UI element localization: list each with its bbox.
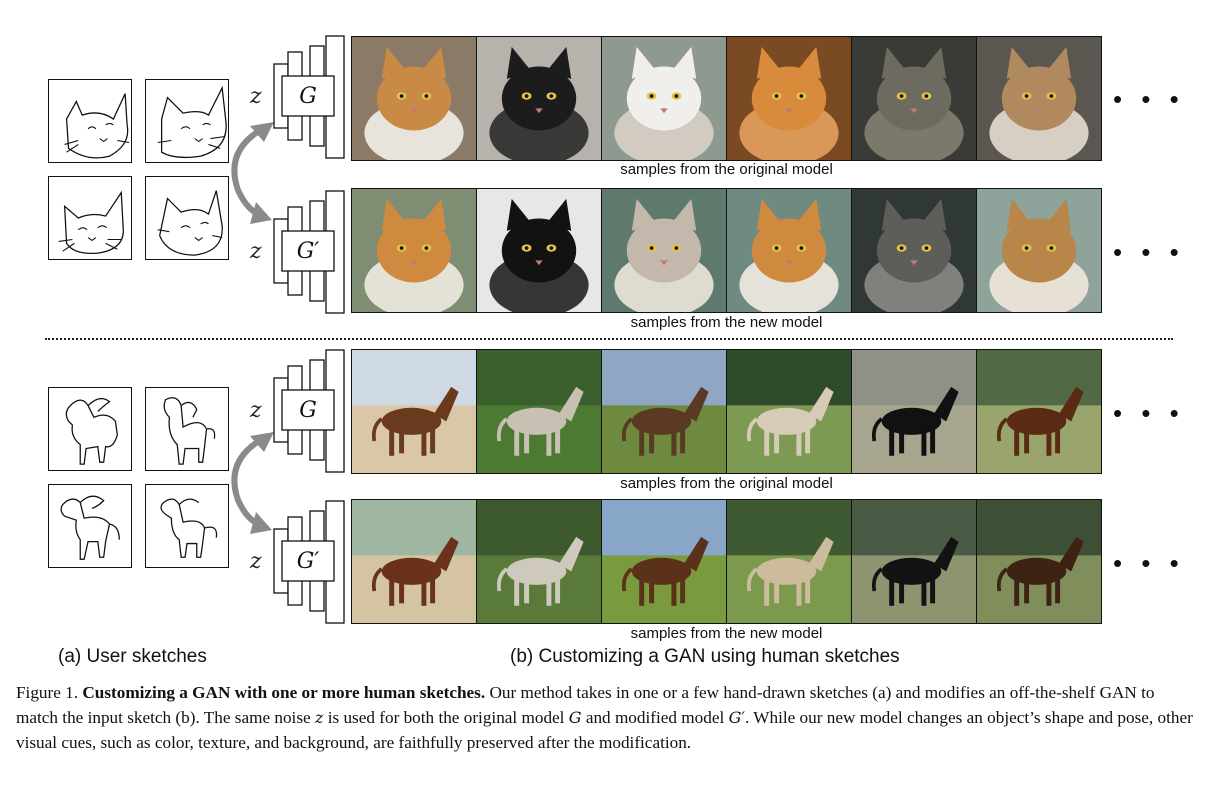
sample-image-orange-white-cat bbox=[352, 37, 477, 160]
sample-image-black-cat-tilted bbox=[477, 189, 602, 312]
strip-caption: samples from the new model bbox=[630, 314, 823, 331]
generator-block: G bbox=[272, 34, 372, 164]
sample-image-black-horse bbox=[852, 350, 977, 473]
arrow-cat bbox=[231, 122, 274, 224]
math-g-prime: G′ bbox=[728, 708, 745, 727]
sample-image-black-horse-field bbox=[852, 500, 977, 623]
sample-image-bay-horse-rearing bbox=[977, 350, 1101, 473]
sample-image-orange-cat-tilted bbox=[352, 189, 477, 312]
horse-sketch-2 bbox=[145, 387, 229, 471]
horse-sketch-3 bbox=[48, 484, 132, 568]
noise-z-label: z bbox=[250, 398, 262, 423]
figure-caption: Figure 1. Customizing a GAN with one or … bbox=[16, 680, 1196, 755]
sample-image-orange-cat-tilted-2 bbox=[727, 189, 852, 312]
cat-sketch-3 bbox=[48, 176, 132, 260]
sample-image-dapple-gray-horse bbox=[477, 500, 602, 623]
horse-sketch-1 bbox=[48, 387, 132, 471]
sample-image-tabby-cat-tilted bbox=[977, 189, 1101, 312]
sample-strip-cat-original bbox=[351, 36, 1102, 161]
generator-block: G bbox=[272, 348, 372, 478]
generator-modified-block: G′ bbox=[272, 499, 372, 629]
sample-image-black-cat bbox=[477, 37, 602, 160]
ellipsis: • • • bbox=[1113, 237, 1185, 267]
cat-sketch-4 bbox=[145, 176, 229, 260]
subcaption-a: (a) User sketches bbox=[58, 646, 207, 667]
sample-image-pale-pony-field bbox=[727, 350, 852, 473]
generator-label: G bbox=[299, 397, 317, 423]
section-divider bbox=[45, 338, 1173, 340]
noise-z-label: z bbox=[250, 239, 262, 264]
sample-image-bay-horse-running bbox=[602, 500, 727, 623]
math-z: z bbox=[314, 708, 324, 727]
strip-caption: samples from the new model bbox=[630, 625, 823, 642]
cat-sketch-2 bbox=[145, 79, 229, 163]
caption-text: is used for both the original model bbox=[323, 708, 569, 727]
sample-image-riders-group bbox=[602, 350, 727, 473]
generator-label: G bbox=[299, 83, 317, 109]
generator-label: G′ bbox=[296, 548, 320, 574]
sample-image-gray-horse-grass bbox=[477, 350, 602, 473]
figure-label: Figure 1. bbox=[16, 683, 79, 702]
strip-caption: samples from the original model bbox=[620, 475, 833, 492]
sample-strip-horse-original bbox=[351, 349, 1102, 474]
generator-label: G′ bbox=[296, 238, 320, 264]
arrow-horse bbox=[231, 432, 274, 534]
strip-caption: samples from the original model bbox=[620, 161, 833, 178]
caption-text: and modified model bbox=[581, 708, 729, 727]
noise-z-label: z bbox=[250, 549, 262, 574]
caption-text: Our method takes in one or a few hand-dr… bbox=[16, 683, 1155, 727]
sample-image-buckskin-horse bbox=[727, 500, 852, 623]
subcaption-b: (b) Customizing a GAN using human sketch… bbox=[510, 646, 900, 667]
horse-sketch-4 bbox=[145, 484, 229, 568]
sample-image-gray-tabby-cat bbox=[852, 37, 977, 160]
caption-text: . While our new model changes an object’… bbox=[16, 708, 1193, 752]
sample-image-chestnut-horse-arena bbox=[352, 500, 477, 623]
sample-image-tabby-cat-sitting bbox=[977, 37, 1101, 160]
sample-strip-cat-new bbox=[351, 188, 1102, 313]
cat-sketch-1 bbox=[48, 79, 132, 163]
sample-image-gray-white-cat-tilted bbox=[602, 189, 727, 312]
figure-caption-title: Customizing a GAN with one or more human… bbox=[82, 683, 486, 702]
sample-image-orange-cat-face bbox=[727, 37, 852, 160]
generator-modified-block: G′ bbox=[272, 189, 372, 319]
sample-image-brown-horse-standing bbox=[977, 500, 1101, 623]
sample-image-white-cat bbox=[602, 37, 727, 160]
ellipsis: • • • bbox=[1113, 398, 1185, 428]
sample-image-rider-on-brown-horse bbox=[352, 350, 477, 473]
sample-image-gray-striped-cat-tilted bbox=[852, 189, 977, 312]
noise-z-label: z bbox=[250, 84, 262, 109]
sample-strip-horse-new bbox=[351, 499, 1102, 624]
ellipsis: • • • bbox=[1113, 548, 1185, 578]
math-g: G bbox=[568, 708, 582, 727]
ellipsis: • • • bbox=[1113, 84, 1185, 114]
